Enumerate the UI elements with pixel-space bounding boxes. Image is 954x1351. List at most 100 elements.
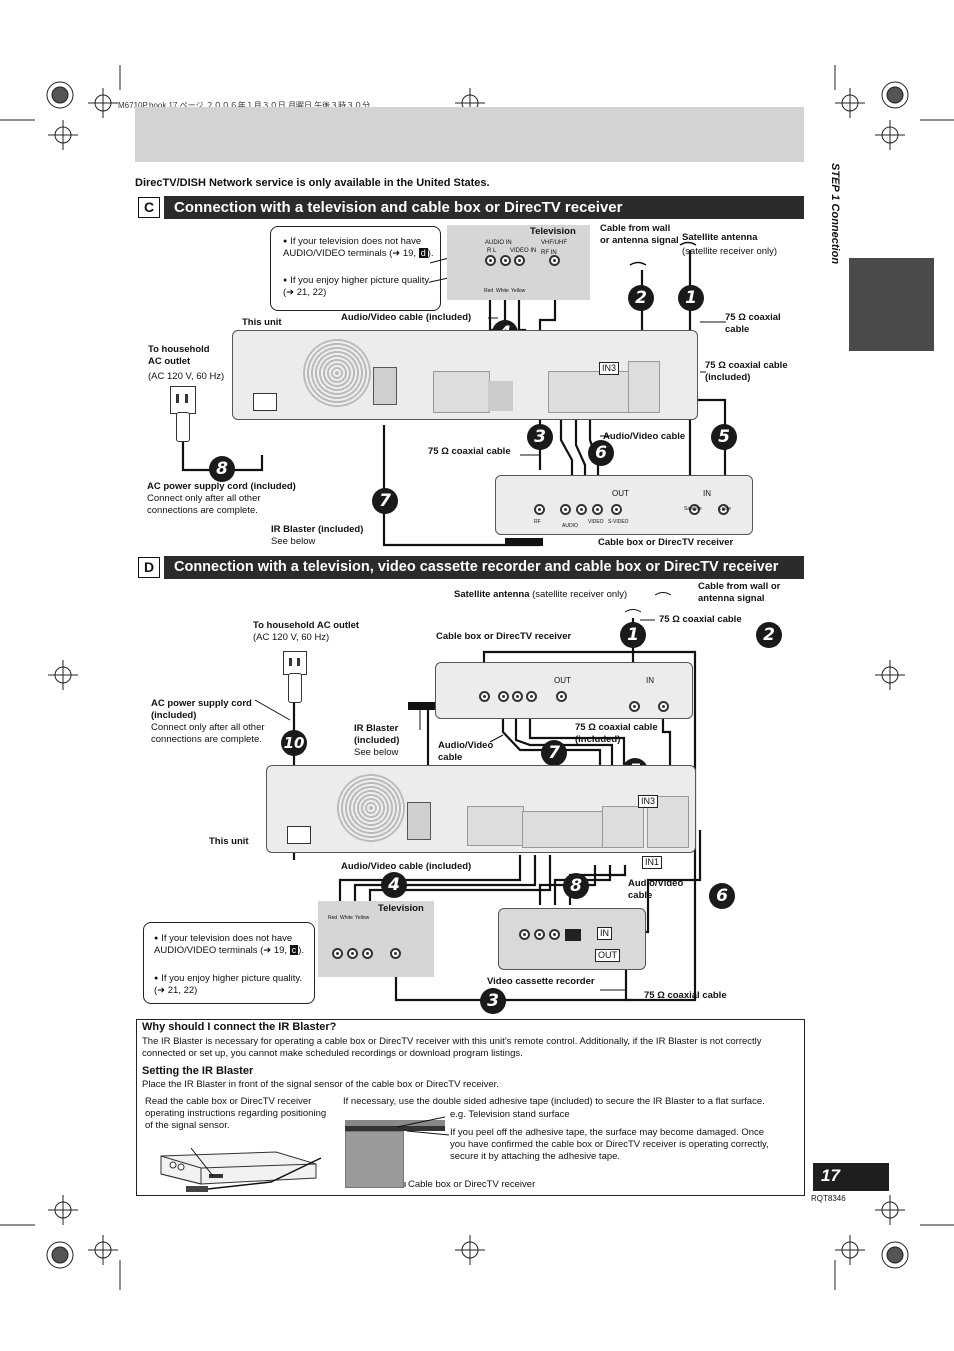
page-number-block: 17	[813, 1163, 889, 1191]
section-d-title: Connection with a television, video cass…	[164, 556, 804, 579]
vcr-in: IN	[597, 927, 612, 940]
audio-l-jack	[512, 691, 523, 702]
ref-badge: c	[289, 945, 299, 955]
setting-text: Place the IR Blaster in front of the sig…	[142, 1079, 499, 1090]
tv-label: Television	[530, 226, 576, 237]
section-d-in1: IN1	[642, 856, 663, 869]
caption-text: Cable box or DirecTV receiver	[408, 1179, 536, 1190]
cable-box-front	[345, 1131, 404, 1188]
section-c-title: Connection with a television and cable b…	[164, 196, 804, 219]
callout-lines	[397, 1116, 450, 1187]
ref-badge: d	[418, 248, 428, 258]
eg-text: e.g. Television stand surface	[450, 1109, 570, 1120]
section-d-letter: D	[138, 557, 160, 578]
tv-audio-r-jack	[332, 948, 343, 959]
tv-label: Television	[378, 903, 424, 914]
ac-in-socket	[287, 826, 311, 844]
section-c-satellite-note: (satellite receiver only)	[682, 246, 778, 257]
section-d-ac-cord: AC power supply cord (included) Connect …	[151, 698, 265, 745]
receiver-illustration	[160, 1147, 322, 1192]
section-c-coax-75-short: 75 Ω coaxial cable	[428, 446, 511, 457]
satellite-jack	[629, 701, 640, 712]
section-d-coax-75-included: 75 Ω coaxial cable (included)	[575, 722, 658, 745]
svideo-jack	[611, 504, 622, 515]
step-8-badge: 8	[209, 456, 235, 482]
rwy-white: White	[496, 288, 509, 294]
section-d-in3: IN3	[638, 795, 659, 808]
step-4-badge: 4	[381, 872, 407, 898]
section-d-vcr-label: Video cassette recorder	[487, 976, 595, 987]
section-d-this-unit: This unit	[209, 836, 249, 847]
step-6-badge: 6	[588, 440, 614, 466]
section-c-ir-blaster: IR Blaster (included) See below	[271, 524, 364, 547]
section-d-note-box: If your television does not have AUDIO/V…	[143, 922, 315, 1004]
section-d-vcr: IN OUT	[498, 908, 646, 970]
section-d-note-bullet1: If your television does not have AUDIO/V…	[154, 933, 309, 957]
section-c-tv-panel: Television AUDIO IN R L VIDEO IN VHF/UHF…	[447, 225, 590, 300]
fan-grille	[303, 339, 371, 407]
av-in-block	[602, 806, 644, 848]
vcr-out: OUT	[595, 949, 620, 962]
cable-box-out: OUT	[612, 489, 629, 498]
side-tab-block	[849, 258, 934, 351]
section-c-cable-box-label: Cable box or DirecTV receiver	[598, 537, 734, 548]
peel-text: If you peel off the adhesive tape, the s…	[450, 1127, 769, 1162]
rf-terminal	[373, 367, 397, 405]
vcr-audio-l-jack	[534, 929, 545, 940]
section-d-note-bullet2: If you enjoy higher picture quality. (➜ …	[154, 973, 309, 997]
step-10-badge: 10	[281, 730, 307, 756]
cable-box-audio: AUDIO	[562, 523, 578, 529]
tv-audio-in: AUDIO IN	[485, 240, 512, 246]
tv-rf-in: VHF/UHF RF IN	[541, 240, 567, 256]
fan-grille	[337, 774, 405, 842]
section-c-cable-from-wall: Cable from wall or antenna signal	[600, 223, 679, 246]
step-2-badge: 2	[628, 285, 654, 311]
section-c-this-unit: This unit	[242, 317, 282, 328]
audio-l-jack	[576, 504, 587, 515]
cable-jack	[658, 701, 669, 712]
section-d-household-outlet: To household AC outlet (AC 120 V, 60 Hz)	[253, 620, 360, 643]
tv-rf-jack	[390, 948, 401, 959]
av-out-block	[522, 811, 604, 848]
setting-title: Setting the IR Blaster	[142, 1065, 254, 1077]
section-d-av-cable-included: Audio/Video cable (included)	[341, 861, 472, 872]
page-number: 17	[821, 1166, 840, 1185]
section-c-letter: C	[138, 197, 160, 218]
tv-audio-l-jack	[500, 255, 511, 266]
ir-blaster-strip	[345, 1126, 445, 1131]
svideo-jack	[556, 691, 567, 702]
rwy-yellow: Yellow	[511, 288, 526, 294]
section-c-note-box: If your television does not have AUDIO/V…	[270, 226, 441, 311]
section-c-note-bullet1: If your television does not have AUDIO/V…	[283, 236, 438, 260]
section-d-ir-blaster: IR Blaster (included) See below	[354, 723, 400, 758]
tv-rf-jack	[549, 255, 560, 266]
tv-r-l: R L	[487, 248, 497, 254]
section-d-cable-box: OUT IN	[435, 662, 693, 719]
section-c-av-cable-included: Audio/Video cable (included)	[341, 312, 472, 323]
section-d-satellite-antenna: Satellite antenna (satellite receiver on…	[454, 589, 628, 600]
why-text: The IR Blaster is necessary for operatin…	[142, 1036, 762, 1059]
section-c-this-unit-rear	[232, 330, 698, 420]
cable-box-out: OUT	[554, 676, 571, 685]
cable-box-cable: Cable	[718, 506, 732, 512]
cable-box-video: VIDEO	[588, 519, 604, 525]
doc-code: RQT8346	[811, 1194, 846, 1203]
rwy-white: White	[340, 915, 353, 921]
vcr-audio-r-jack	[519, 929, 530, 940]
section-d-this-unit-rear	[266, 765, 696, 853]
satellite-jack	[689, 504, 700, 515]
ir-blaster-section: Why should I connect the IR Blaster? The…	[136, 1019, 805, 1196]
cable-box-rf: RF	[534, 519, 541, 525]
cable-jack	[718, 504, 729, 515]
video-jack	[592, 504, 603, 515]
rwy-red: Red	[328, 915, 338, 921]
section-d-av-cable: Audio/Video cable	[438, 740, 494, 763]
step-6-badge: 6	[709, 883, 735, 909]
tv-audio-r-jack	[485, 255, 496, 266]
rwy-yellow: Yellow	[355, 915, 370, 921]
cable-box-in: IN	[646, 676, 654, 685]
section-d-tv-panel: Television Red White Yellow	[318, 901, 434, 977]
vcr-video-jack	[549, 929, 560, 940]
